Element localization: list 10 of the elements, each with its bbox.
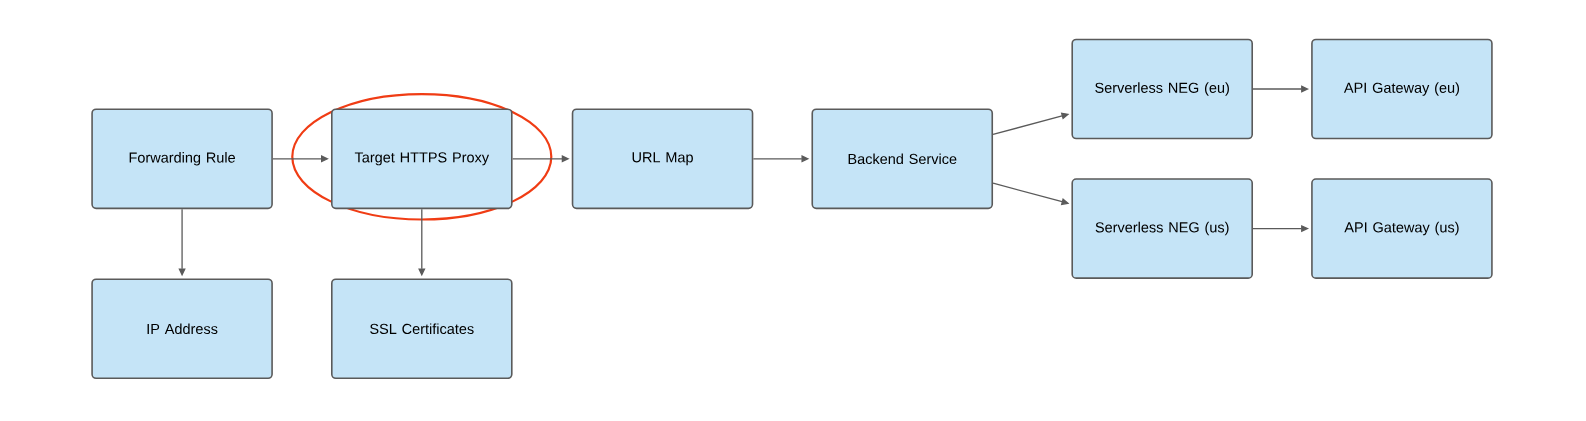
- process-box: API Gateway (us): [1311, 178, 1493, 279]
- process-box: IP Address: [91, 278, 273, 380]
- process-box: Target HTTPS Proxy: [331, 108, 513, 210]
- process-box: Backend Service: [811, 108, 994, 210]
- process-box: Serverless NEG (us): [1071, 178, 1253, 279]
- process-box: SSL Certificates: [331, 278, 513, 380]
- process-box: Serverless NEG (eu): [1071, 38, 1253, 140]
- process-box: URL Map: [571, 108, 754, 210]
- process-box: API Gateway (eu): [1311, 38, 1493, 140]
- process-box: Forwarding Rule: [91, 108, 273, 210]
